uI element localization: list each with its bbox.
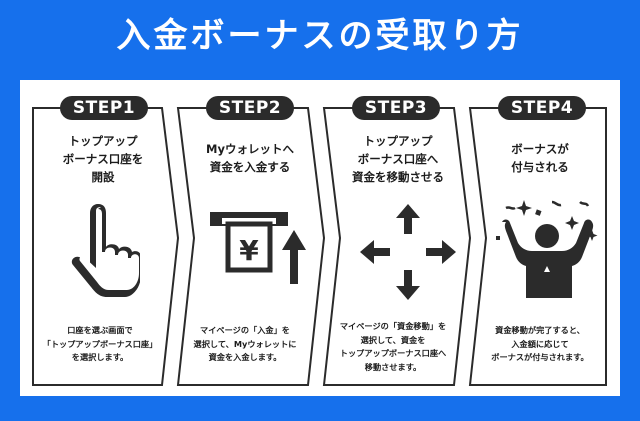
step2-desc-line: 資金を入金します。 (208, 352, 282, 362)
step3-title-line: ボーナス口座へ (357, 152, 439, 166)
svg-text:¥: ¥ (239, 234, 259, 267)
steps-panel: STEP1 トップアップ ボーナス口座を 開設 口座を選ぶ画面で 「トップアップ… (20, 80, 620, 396)
step2-desc-line: マイページの「入金」を (200, 325, 290, 335)
step3-badge: STEP3 (352, 96, 440, 120)
step4-title: ボーナスが 付与される (470, 140, 610, 176)
yen-deposit-icon: ¥ (210, 212, 306, 284)
step1-desc-line: 「トップアップボーナス口座」 (42, 338, 158, 349)
step2-badge: STEP2 (206, 96, 294, 120)
step2-description: マイページの「入金」を 選択して、Myウォレットに 資金を入金します。 (170, 324, 320, 365)
step3-desc-line: 移動させます。 (364, 361, 422, 372)
celebrating-person-icon (496, 200, 598, 298)
step4-description: 資金移動が完了すると、 入金額に応じて ボーナスが付与されます。 (465, 324, 615, 365)
step4-desc-line: ボーナスが付与されます。 (491, 352, 589, 362)
pointing-hand-icon (71, 204, 140, 297)
step1-title-line: トップアップ (68, 134, 138, 148)
step3-title-line: トップアップ (363, 134, 433, 148)
move-arrows-icon (360, 204, 456, 300)
step3-title-line: 資金を移動させる (352, 170, 444, 184)
step3-title: トップアップ ボーナス口座へ 資金を移動させる (328, 132, 468, 186)
step2-title-line: 資金を入金する (209, 160, 291, 174)
step3-desc-line: 選択して、資金を (360, 334, 426, 345)
step1-desc-line: 口座を選ぶ画面で (67, 325, 133, 335)
step4-desc-line: 資金移動が完了すると、 (495, 325, 585, 335)
step4-title-line: ボーナスが (511, 142, 569, 156)
step2-title: Myウォレットへ 資金を入金する (180, 140, 320, 176)
step4-desc-line: 入金額に応じて (511, 338, 569, 349)
step3-desc-line: マイページの「資金移動」を (339, 321, 447, 331)
step4-badge: STEP4 (498, 96, 586, 120)
step1-badge: STEP1 (60, 96, 148, 120)
step2-title-line: Myウォレットへ (206, 142, 294, 156)
step2-desc-line: 選択して、Myウォレットに (193, 338, 297, 349)
page-title: 入金ボーナスの受取り方 (116, 16, 524, 56)
step1-title-line: ボーナス口座を (62, 152, 144, 166)
step3-description: マイページの「資金移動」を 選択して、資金を トップアップボーナス口座へ 移動さ… (318, 320, 468, 374)
step4-title-line: 付与される (511, 160, 569, 174)
step1-title: トップアップ ボーナス口座を 開設 (33, 132, 173, 186)
step1-title-line: 開設 (91, 170, 115, 184)
step1-description: 口座を選ぶ画面で 「トップアップボーナス口座」 を選択します。 (25, 324, 175, 365)
step1-desc-line: を選択します。 (71, 352, 129, 362)
step3-desc-line: トップアップボーナス口座へ (339, 348, 447, 358)
